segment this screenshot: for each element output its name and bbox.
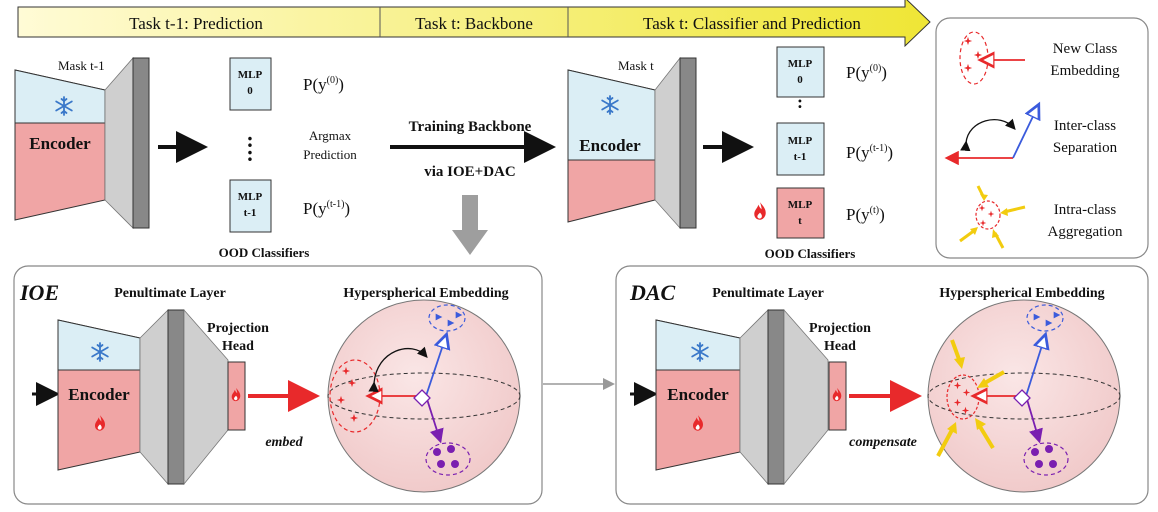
- legend-intra-class-line2: Aggregation: [1048, 224, 1123, 240]
- training-backbone-label: Training Backbone: [409, 119, 532, 135]
- prob-t-minus-1: P(y(t-1)): [303, 199, 350, 218]
- prob-t-minus-1: P(y(t-1)): [846, 143, 893, 162]
- dac-projection-line1: Projection: [809, 321, 871, 336]
- legend-new-class-icon: [959, 31, 1025, 85]
- banner-task-classifier: Task t: Classifier and Prediction: [643, 14, 861, 33]
- ood-classifiers-label: OOD Classifiers: [765, 246, 856, 261]
- mlp-t-line1: MLP: [788, 199, 813, 211]
- top-left-encoder-group: Mask t-1 Encoder: [14, 56, 208, 229]
- mlp-t-minus-1-line1: MLP: [238, 191, 263, 203]
- mask-t-label: Mask t: [618, 58, 654, 73]
- encoder-label: Encoder: [29, 134, 91, 153]
- ioe-embed-label: embed: [265, 435, 303, 450]
- dac-hyper-label: Hyperspherical Embedding: [939, 286, 1104, 301]
- legend-new-class-line1: New Class: [1053, 41, 1118, 57]
- task-banner: Task t-1: Prediction Task t: Backbone Ta…: [17, 0, 931, 48]
- ioe-panel: IOE Penultimate Layer Hyperspherical Emb…: [13, 265, 543, 505]
- ioe-penultimate-label: Penultimate Layer: [114, 286, 226, 301]
- ioe-hyper-label: Hyperspherical Embedding: [343, 286, 508, 301]
- top-right-encoder-group: Mask t Encoder: [567, 56, 754, 230]
- mlp-t-minus-1-line2: t-1: [794, 151, 807, 163]
- dac-panel: DAC Penultimate Layer Hyperspherical Emb…: [615, 265, 1149, 505]
- legend-inter-class-icon: [944, 106, 1038, 166]
- dac-encoder-label: Encoder: [667, 385, 729, 404]
- encoder-label: Encoder: [579, 136, 641, 155]
- legend-new-class-line2: Embedding: [1050, 63, 1120, 79]
- argmax-line2: Prediction: [303, 147, 357, 162]
- mlp-t-minus-1-line2: t-1: [244, 207, 257, 219]
- dots: :: [246, 127, 253, 152]
- banner-task-prediction: Task t-1: Prediction: [129, 14, 263, 33]
- mlp-0-line2: 0: [247, 85, 253, 97]
- flame-icon: [754, 202, 766, 220]
- top-right-classifiers: MLP 0 : MLP t-1 MLP t P(y(0)) P(y(t-1)) …: [754, 46, 893, 261]
- banner-task-backbone: Task t: Backbone: [415, 14, 533, 33]
- top-left-classifiers: MLP 0 : : MLP t-1 P(y(0)) Argmax Predict…: [219, 57, 357, 260]
- dots: :: [797, 92, 803, 112]
- prob-0: P(y(0)): [846, 63, 887, 82]
- prob-t: P(y(t)): [846, 205, 885, 224]
- mlp-t-line2: t: [798, 215, 802, 227]
- legend-inter-class-line1: Inter-class: [1054, 118, 1116, 134]
- dac-title: DAC: [629, 280, 676, 305]
- via-ioe-dac-label: via IOE+DAC: [424, 164, 515, 180]
- mask-t-minus-1-label: Mask t-1: [58, 58, 105, 73]
- legend-intra-class-icon: [959, 185, 1026, 249]
- legend-inter-class-line2: Separation: [1053, 140, 1118, 156]
- ioe-title: IOE: [19, 280, 59, 305]
- mlp-0-line1: MLP: [788, 58, 813, 70]
- dots-2: :: [246, 141, 253, 166]
- legend: New Class Embedding Inter-class Separati…: [935, 17, 1149, 259]
- dac-projection-line2: Head: [824, 339, 856, 354]
- mlp-0-line2: 0: [797, 74, 803, 86]
- dac-penultimate-label: Penultimate Layer: [712, 286, 824, 301]
- ioe-projection-line2: Head: [222, 339, 254, 354]
- aggregation-arrows: [936, 339, 1005, 457]
- legend-intra-class-line1: Intra-class: [1054, 202, 1117, 218]
- mlp-t-minus-1-line1: MLP: [788, 135, 813, 147]
- ioe-encoder-label: Encoder: [68, 385, 130, 404]
- prob-0: P(y(0)): [303, 75, 344, 94]
- argmax-line1: Argmax: [309, 128, 352, 143]
- training-backbone-step: Training Backbone via IOE+DAC: [390, 119, 556, 255]
- dac-compensate-label: compensate: [849, 435, 917, 450]
- mlp-0-line1: MLP: [238, 69, 263, 81]
- ioe-projection-line1: Projection: [207, 321, 269, 336]
- ood-classifiers-label: OOD Classifiers: [219, 245, 310, 260]
